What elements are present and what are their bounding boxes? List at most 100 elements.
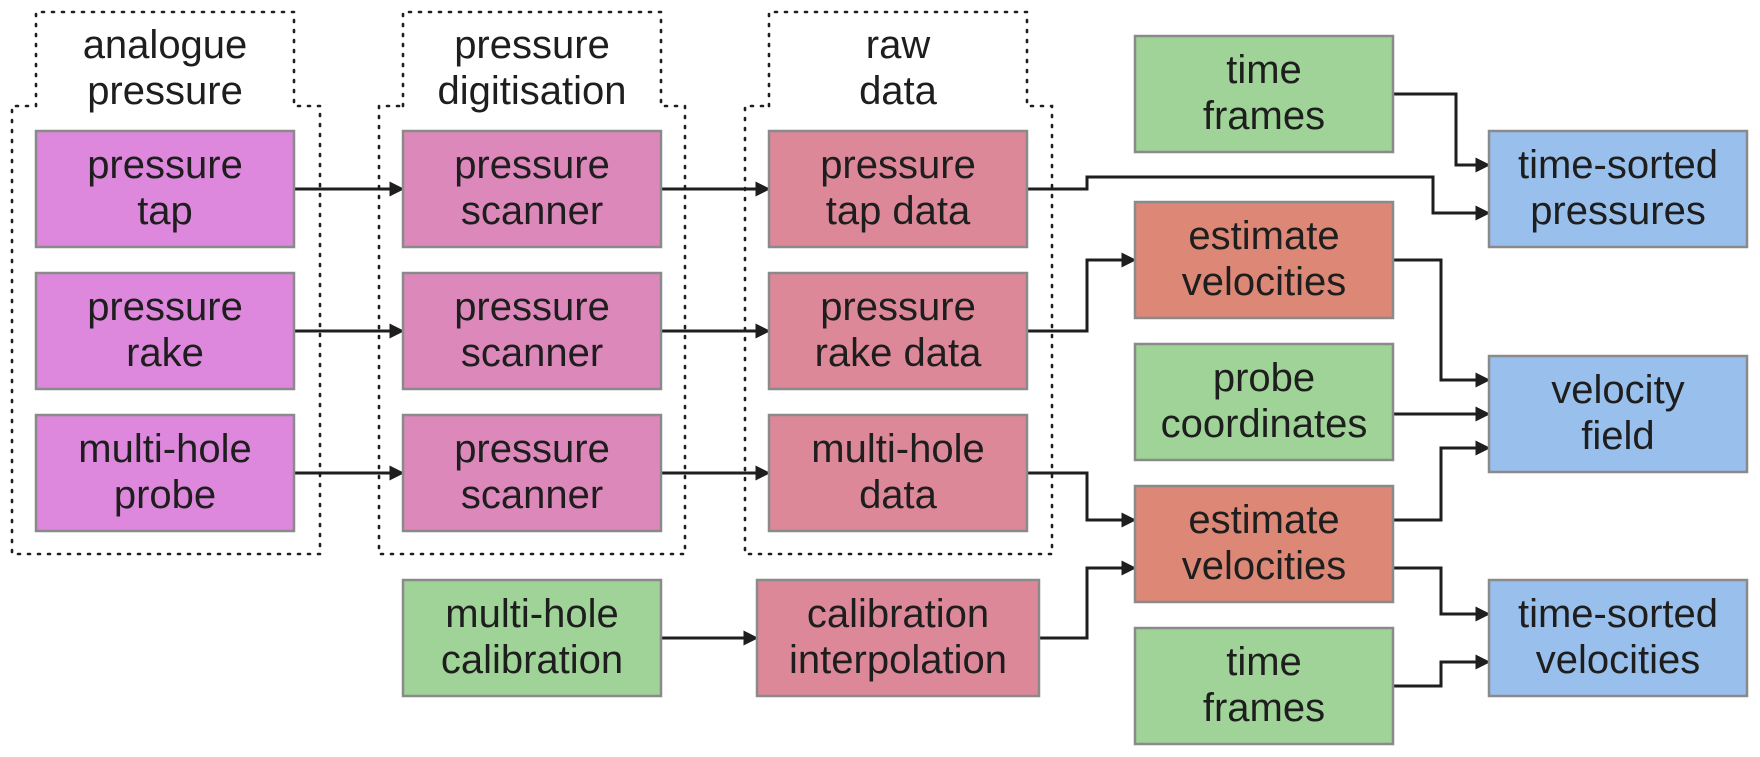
edge-multi-hole-data-to-estimate-velocities-2	[1027, 471, 1137, 528]
node-calibration-interpolation-label-line: interpolation	[789, 638, 1007, 682]
node-multi-hole-calibration-label-line: calibration	[441, 638, 623, 682]
node-time-frames-1-label-line: frames	[1203, 94, 1325, 138]
node-time-frames-2-label-line: frames	[1203, 686, 1325, 730]
edge-estimate-velocities-1-to-velocity-field	[1393, 258, 1491, 388]
node-time-frames-2-box	[1133, 626, 1395, 746]
node-probe-coordinates-label-line: coordinates	[1161, 402, 1368, 446]
node-pressure-tap-data-box	[767, 129, 1029, 249]
grp-digitisation-label-line: pressure	[454, 23, 610, 67]
grp-raw-label-line: raw	[866, 23, 931, 67]
edge-time-frames-2-to-time-sorted-velocities	[1393, 654, 1491, 688]
node-time-sorted-velocities-box	[1487, 578, 1749, 698]
node-scanner-1-box	[401, 129, 663, 249]
node-multi-hole-probe-box	[34, 413, 296, 533]
node-scanner-2-box	[401, 271, 663, 391]
node-multi-hole-probe-label-line: probe	[114, 473, 216, 517]
grp-raw-outline	[743, 10, 1054, 556]
edge-calibration-interpolation-to-estimate-velocities-2	[1039, 560, 1137, 640]
node-scanner-1-label-line: pressure	[454, 143, 610, 187]
node-time-sorted-velocities-label-line: time-sorted	[1518, 592, 1718, 636]
node-pressure-rake-data-label-line: pressure	[820, 285, 976, 329]
edge-pressure-rake-data-to-estimate-velocities-1	[1027, 252, 1137, 333]
node-pressure-tap-data-label-line: tap data	[826, 189, 971, 233]
edges-layer	[294, 92, 1491, 688]
nodes-layer: pressuretappressurerakemulti-holeprobepr…	[34, 34, 1749, 746]
node-estimate-velocities-1-label-line: estimate	[1188, 214, 1339, 258]
node-pressure-rake-label-line: pressure	[87, 285, 243, 329]
node-pressure-tap-label-line: pressure	[87, 143, 243, 187]
node-scanner-3-box	[401, 413, 663, 533]
node-scanner-2-label-line: pressure	[454, 285, 610, 329]
node-time-sorted-pressures-label-line: time-sorted	[1518, 143, 1718, 187]
node-time-frames-1-box	[1133, 34, 1395, 154]
node-pressure-rake-data-box	[767, 271, 1029, 391]
edge-pressure-tap-data-to-time-sorted-pressures	[1027, 175, 1491, 221]
node-time-frames-1-label-line: time	[1226, 48, 1302, 92]
groups-layer: analoguepressurepressuredigitisationrawd…	[10, 10, 1054, 556]
node-time-frames-2-label-line: time	[1226, 640, 1302, 684]
node-scanner-2-label-line: scanner	[461, 331, 603, 375]
grp-analogue-label-line: analogue	[83, 23, 248, 67]
node-multi-hole-data-label-line: data	[859, 473, 938, 517]
node-velocity-field-label-line: field	[1581, 414, 1654, 458]
node-time-sorted-velocities-label-line: velocities	[1536, 638, 1701, 682]
node-pressure-tap-data-label-line: pressure	[820, 143, 976, 187]
node-estimate-velocities-2-box	[1133, 484, 1395, 604]
node-pressure-tap-label-line: tap	[137, 189, 193, 233]
node-probe-coordinates-box	[1133, 342, 1395, 462]
node-pressure-tap-box	[34, 129, 296, 249]
edge-estimate-velocities-2-to-velocity-field	[1393, 440, 1491, 522]
grp-digitisation-outline	[377, 10, 687, 556]
grp-analogue-label-line: pressure	[87, 69, 243, 113]
node-scanner-1-label-line: scanner	[461, 189, 603, 233]
node-scanner-3-label-line: pressure	[454, 427, 610, 471]
node-estimate-velocities-2-label-line: estimate	[1188, 498, 1339, 542]
node-multi-hole-probe-label-line: multi-hole	[78, 427, 251, 471]
node-pressure-rake-label-line: rake	[126, 331, 204, 375]
edge-estimate-velocities-2-to-time-sorted-velocities	[1393, 566, 1491, 622]
node-multi-hole-calibration-box	[401, 578, 663, 698]
node-multi-hole-calibration-label-line: multi-hole	[445, 592, 618, 636]
node-probe-coordinates-label-line: probe	[1213, 356, 1315, 400]
edge-time-frames-1-to-time-sorted-pressures	[1393, 92, 1491, 173]
grp-digitisation-label-line: digitisation	[437, 69, 626, 113]
node-calibration-interpolation-label-line: calibration	[807, 592, 989, 636]
node-multi-hole-data-box	[767, 413, 1029, 533]
grp-analogue-outline	[10, 10, 322, 556]
node-calibration-interpolation-box	[755, 578, 1041, 698]
grp-raw-label-line: data	[859, 69, 938, 113]
node-time-sorted-pressures-label-line: pressures	[1530, 189, 1706, 233]
node-velocity-field-box	[1487, 354, 1749, 474]
node-pressure-rake-box	[34, 271, 296, 391]
node-velocity-field-label-line: velocity	[1551, 368, 1684, 412]
node-estimate-velocities-1-box	[1133, 200, 1395, 320]
node-estimate-velocities-1-label-line: velocities	[1182, 260, 1347, 304]
node-estimate-velocities-2-label-line: velocities	[1182, 544, 1347, 588]
node-time-sorted-pressures-box	[1487, 129, 1749, 249]
node-multi-hole-data-label-line: multi-hole	[811, 427, 984, 471]
node-scanner-3-label-line: scanner	[461, 473, 603, 517]
